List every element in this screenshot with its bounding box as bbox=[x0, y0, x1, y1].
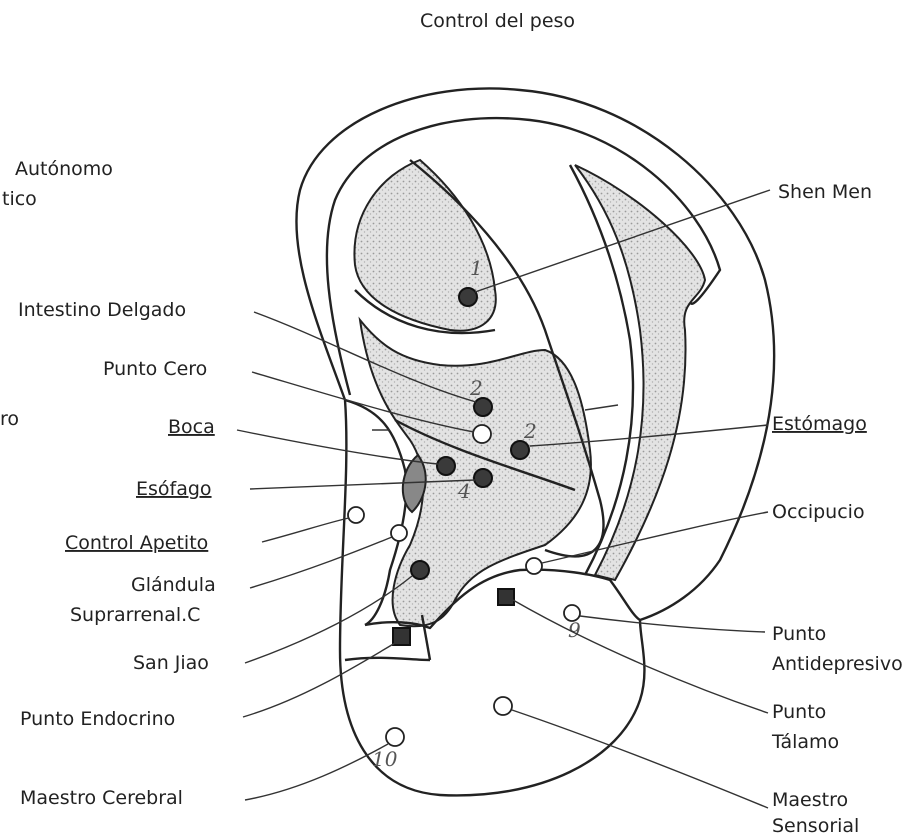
point-occipucio bbox=[526, 558, 542, 574]
leader-glandula-suprarrenal bbox=[250, 537, 392, 588]
point-maestro-sensorial bbox=[494, 697, 512, 715]
label-occipucio: Occipucio bbox=[772, 501, 865, 523]
leader-occipucio bbox=[542, 512, 768, 563]
label-maestro-cerebral: Maestro Cerebral bbox=[20, 787, 183, 809]
point-maestro-cerebral bbox=[386, 728, 404, 746]
label-san-jiao: San Jiao bbox=[133, 652, 209, 674]
label-antidepresivo-line1: Punto bbox=[772, 623, 826, 645]
leader-maestro-cerebral bbox=[245, 744, 388, 800]
point-glandula-suprarrenal bbox=[391, 525, 407, 541]
point-san-jiao bbox=[411, 561, 429, 579]
point-punto-cero bbox=[473, 425, 491, 443]
scaphoid-fossa bbox=[575, 165, 705, 580]
label-glandula-line2: Suprarrenal.C bbox=[70, 604, 200, 626]
leader-maestro-sensorial bbox=[512, 710, 768, 808]
leader-control-apetito bbox=[262, 518, 349, 542]
point-talamo bbox=[498, 589, 514, 605]
label-boca: Boca bbox=[168, 416, 215, 438]
label-autonomo-partial-2: tico bbox=[2, 188, 37, 210]
point-control-apetito bbox=[348, 507, 364, 523]
label-maestro-sensorial-line1: Maestro bbox=[772, 789, 848, 811]
label-glandula-line1: Glándula bbox=[131, 574, 216, 596]
leader-endocrino bbox=[243, 643, 395, 717]
label-ro-partial: ro bbox=[0, 408, 19, 430]
label-autonomo-partial-1: Autónomo bbox=[15, 158, 113, 180]
label-esofago: Esófago bbox=[136, 478, 212, 500]
handwritten-number: 4 bbox=[457, 479, 471, 503]
label-control-apetito: Control Apetito bbox=[65, 532, 208, 554]
point-boca bbox=[437, 457, 455, 475]
point-esofago bbox=[474, 469, 492, 487]
handwritten-number: 1 bbox=[470, 256, 483, 280]
hatch-mark bbox=[585, 405, 618, 410]
point-intestino-delgado bbox=[474, 398, 492, 416]
point-shen-men bbox=[459, 288, 477, 306]
label-punto-cero: Punto Cero bbox=[103, 358, 207, 380]
lobe-line bbox=[345, 658, 430, 660]
handwritten-number: 2 bbox=[523, 419, 537, 443]
point-endocrino bbox=[393, 628, 410, 645]
label-talamo-line2: Tálamo bbox=[771, 731, 839, 753]
label-antidepresivo-line2: Antidepresivo bbox=[772, 653, 903, 675]
label-shen-men: Shen Men bbox=[778, 181, 872, 203]
point-estomago bbox=[511, 441, 529, 459]
handwritten-number: 2 bbox=[469, 376, 483, 400]
label-intestino-delgado: Intestino Delgado bbox=[18, 299, 186, 321]
diagram-title: Control del peso bbox=[420, 10, 575, 32]
label-talamo-line1: Punto bbox=[772, 701, 826, 723]
triangular-fossa bbox=[354, 160, 495, 331]
label-endocrino: Punto Endocrino bbox=[20, 708, 175, 730]
label-estomago: Estómago bbox=[772, 413, 867, 435]
label-maestro-sensorial-line2: Sensorial bbox=[772, 815, 859, 833]
leader-antidepresivo bbox=[580, 616, 765, 632]
